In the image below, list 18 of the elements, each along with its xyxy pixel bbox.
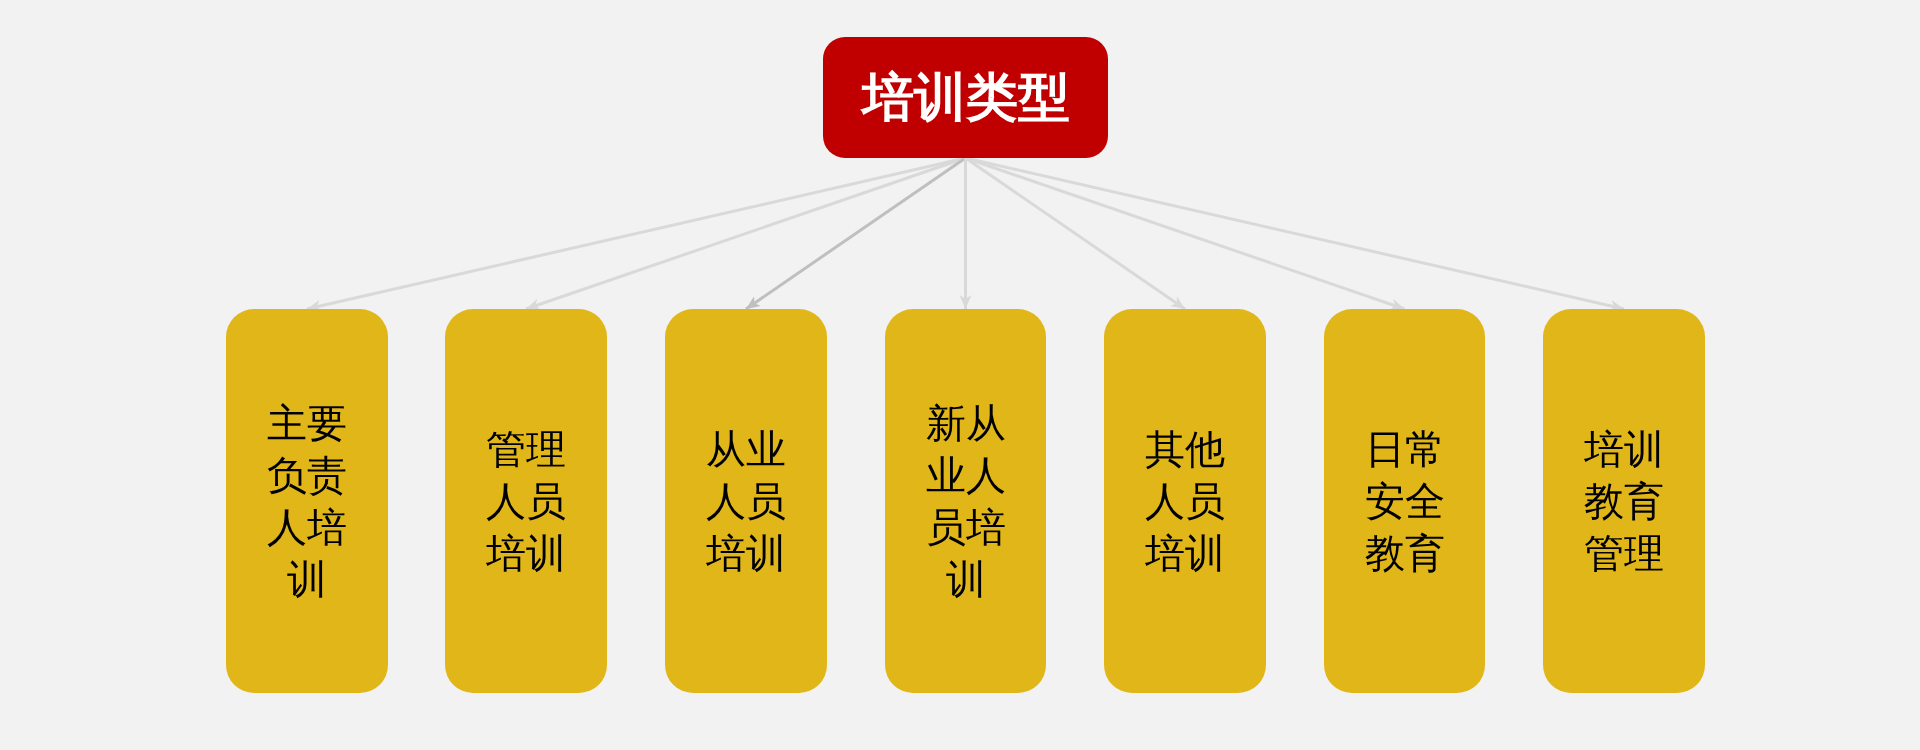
category-label: 日常安全教育 [1363,425,1446,578]
category-box [445,309,607,693]
category-box [226,309,388,693]
arrow [745,156,967,311]
category-box [1543,309,1705,693]
category-label: 管理人员培训 [485,425,567,578]
category-label: 新从业人员培训 [924,399,1007,604]
root-box [823,37,1108,158]
category-label: 其他人员培训 [1144,425,1226,578]
category-box [665,309,827,693]
category-label: 主要负责人培训 [266,399,348,604]
category-box [1104,309,1266,693]
category-box [1324,309,1485,693]
root-label: 培训类型 [861,67,1070,128]
category-box [885,309,1046,693]
arrow [959,158,972,309]
category-label: 从业人员培训 [705,425,787,578]
category-label: 培训教育管理 [1583,425,1665,578]
